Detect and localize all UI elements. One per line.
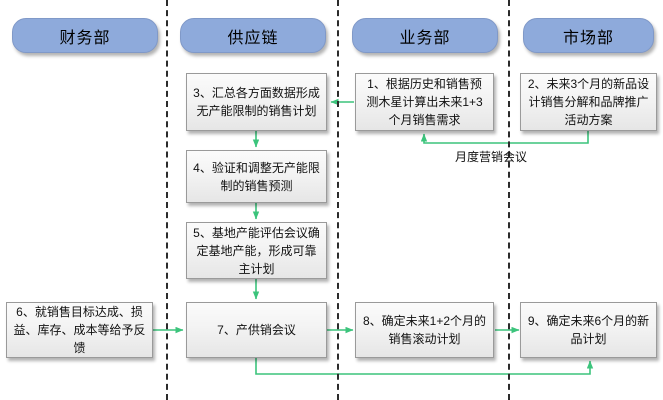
connector-node2-node1 [420, 131, 589, 144]
edge-label-monthly-marketing-meeting: 月度营销会议 [455, 150, 528, 164]
process-node-label: 1、根据历史和销售预测木星计算出未来1+3个月销售需求 [366, 77, 483, 127]
lane-header-label: 供应链 [227, 29, 279, 47]
lane-divider-2 [337, 0, 339, 400]
lane-header-label: 市场部 [562, 29, 614, 47]
process-node-label: 9、确定未来6个月的新品计划 [527, 314, 650, 346]
process-node-label: 3、汇总各方面数据形成无产能限制的销售计划 [193, 86, 320, 118]
process-node-3[interactable]: 3、汇总各方面数据形成无产能限制的销售计划 [186, 73, 327, 131]
process-node-label: 8、确定未来1+2个月的销售滚动计划 [362, 314, 487, 346]
process-node-5[interactable]: 5、基地产能评估会议确定基地产能，形成可靠主计划 [186, 222, 327, 279]
lane-header-label: 财务部 [59, 29, 111, 47]
process-node-label: 6、就销售目标达成、损益、库存、成本等给予反馈 [13, 305, 146, 355]
process-node-label: 4、验证和调整无产能限制的销售预测 [193, 160, 320, 193]
lane-header-finance[interactable]: 财务部 [12, 18, 158, 53]
lane-divider-3 [508, 0, 510, 400]
process-node-7[interactable]: 7、产供销会议 [186, 302, 327, 358]
process-node-4[interactable]: 4、验证和调整无产能限制的销售预测 [186, 150, 327, 203]
connector-node7-node9 [255, 358, 594, 375]
process-node-1[interactable]: 1、根据历史和销售预测木星计算出未来1+3个月销售需求 [355, 73, 494, 131]
process-node-6[interactable]: 6、就销售目标达成、损益、库存、成本等给予反馈 [6, 302, 153, 358]
lane-header-business[interactable]: 业务部 [352, 18, 498, 53]
process-node-9[interactable]: 9、确定未来6个月的新品计划 [520, 302, 657, 358]
lane-divider-1 [166, 0, 168, 400]
process-node-8[interactable]: 8、确定未来1+2个月的销售滚动计划 [355, 302, 494, 358]
process-node-label: 5、基地产能评估会议确定基地产能，形成可靠主计划 [193, 225, 320, 276]
process-node-label: 2、未来3个月的新品设计销售分解和品牌推广活动方案 [527, 77, 650, 127]
lane-header-supply-chain[interactable]: 供应链 [180, 18, 326, 53]
process-node-label: 7、产供销会议 [217, 323, 296, 337]
process-node-2[interactable]: 2、未来3个月的新品设计销售分解和品牌推广活动方案 [520, 73, 657, 131]
lane-header-marketing[interactable]: 市场部 [523, 18, 654, 53]
lane-header-label: 业务部 [399, 29, 451, 47]
